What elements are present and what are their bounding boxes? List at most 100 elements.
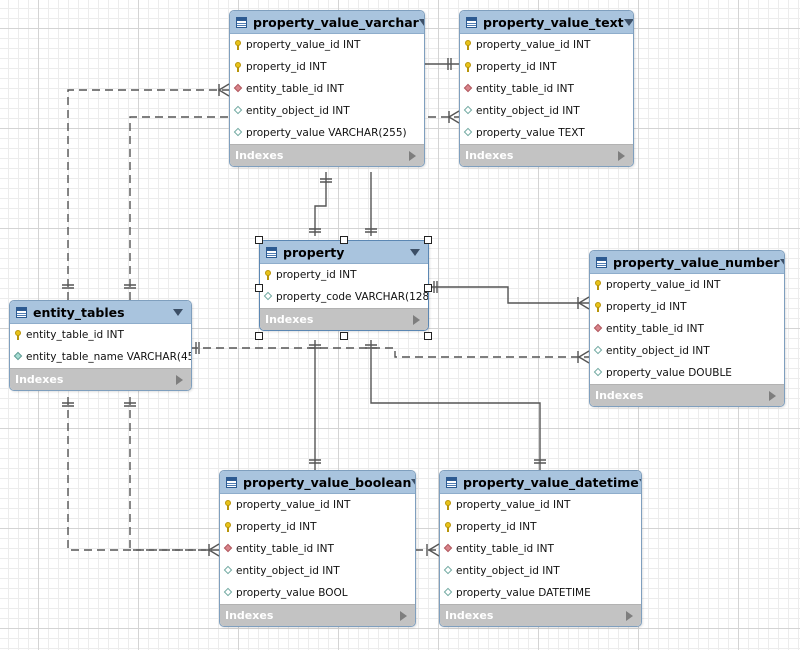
expand-arrow-icon[interactable]	[176, 374, 183, 385]
relationship-entity-text[interactable]	[124, 110, 460, 300]
column-row[interactable]: entity_table_id INT	[10, 324, 191, 346]
column-row[interactable]: entity_table_id INT	[220, 538, 415, 560]
table-property-value-number[interactable]: property_value_number property_value_id …	[589, 250, 785, 407]
column-icon	[234, 128, 243, 138]
expand-arrow-icon[interactable]	[409, 150, 416, 161]
column-row[interactable]: property_id INT	[230, 56, 424, 78]
column-row[interactable]: property_value BOOL	[220, 582, 415, 604]
table-header[interactable]: property_value_boolean	[220, 471, 415, 494]
column-row[interactable]: property_value DATETIME	[440, 582, 641, 604]
table-property-value-datetime[interactable]: property_value_datetime property_value_i…	[439, 470, 642, 627]
column-row[interactable]: property_value_id INT	[460, 34, 633, 56]
collapse-arrow-icon[interactable]	[779, 258, 784, 266]
indexes-section[interactable]: Indexes	[590, 384, 784, 406]
table-header[interactable]: property_value_varchar	[230, 11, 424, 34]
relationship-entity-boolean[interactable]	[124, 397, 220, 557]
column-row[interactable]: entity_object_id INT	[230, 100, 424, 122]
column-row[interactable]: property_value DOUBLE	[590, 362, 784, 384]
column-icon	[14, 352, 23, 362]
resize-handle[interactable]	[255, 236, 263, 244]
table-header[interactable]: property	[260, 241, 428, 264]
column-row[interactable]: entity_object_id INT	[220, 560, 415, 582]
column-row[interactable]: property_id INT	[440, 516, 641, 538]
table-property-value-varchar[interactable]: property_value_varchar property_value_id…	[229, 10, 425, 167]
relationship-property-varchar[interactable]	[309, 172, 332, 236]
table-name: property_value_datetime	[463, 474, 639, 490]
table-property[interactable]: property property_id INT property_code V…	[259, 240, 429, 331]
relationship-property-number[interactable]	[428, 281, 590, 310]
column-row[interactable]: entity_table_id INT	[440, 538, 641, 560]
table-name: property	[283, 244, 345, 260]
table-property-value-boolean[interactable]: property_value_boolean property_value_id…	[219, 470, 416, 627]
relationship-entity-number[interactable]	[190, 342, 590, 364]
foreign-key-icon	[594, 324, 603, 334]
indexes-section[interactable]: Indexes	[10, 368, 191, 390]
expand-arrow-icon[interactable]	[618, 150, 625, 161]
column-row[interactable]: entity_table_id INT	[230, 78, 424, 100]
table-entity-tables[interactable]: entity_tables entity_table_id INT entity…	[9, 300, 192, 391]
table-header[interactable]: entity_tables	[10, 301, 191, 324]
relationship-entity-datetime[interactable]	[62, 397, 440, 557]
relationship-entity-varchar[interactable]	[62, 83, 230, 300]
column-row[interactable]: property_code VARCHAR(128)	[260, 286, 428, 308]
column-row[interactable]: property_id INT	[220, 516, 415, 538]
indexes-section[interactable]: Indexes	[260, 308, 428, 330]
relationship-property-text[interactable]	[365, 172, 377, 236]
table-property-value-text[interactable]: property_value_text property_value_id IN…	[459, 10, 634, 167]
resize-handle[interactable]	[255, 332, 263, 340]
column-row[interactable]: property_id INT	[460, 56, 633, 78]
column-row[interactable]: entity_object_id INT	[590, 340, 784, 362]
collapse-arrow-icon[interactable]	[173, 308, 183, 316]
resize-handle[interactable]	[255, 284, 263, 292]
table-header[interactable]: property_value_text	[460, 11, 633, 34]
column-row[interactable]: property_id INT	[590, 296, 784, 318]
table-name: entity_tables	[33, 304, 125, 320]
column-text: entity_table_id INT	[456, 543, 554, 555]
column-row[interactable]: property_value TEXT	[460, 122, 633, 144]
resize-handle[interactable]	[424, 332, 432, 340]
resize-handle[interactable]	[424, 236, 432, 244]
expand-arrow-icon[interactable]	[413, 314, 420, 325]
relationship-property-boolean[interactable]	[309, 340, 321, 470]
column-row[interactable]: property_value VARCHAR(255)	[230, 122, 424, 144]
expand-arrow-icon[interactable]	[400, 610, 407, 621]
column-row[interactable]: property_value_id INT	[220, 494, 415, 516]
resize-handle[interactable]	[424, 284, 432, 292]
collapse-arrow-icon[interactable]	[638, 478, 641, 486]
table-header[interactable]: property_value_number	[590, 251, 784, 274]
column-row[interactable]: entity_table_id INT	[460, 78, 633, 100]
column-row[interactable]: entity_table_id INT	[590, 318, 784, 340]
indexes-section[interactable]: Indexes	[230, 144, 424, 166]
column-text: property_id INT	[246, 61, 327, 73]
collapse-arrow-icon[interactable]	[623, 18, 633, 26]
expand-arrow-icon[interactable]	[626, 610, 633, 621]
expand-arrow-icon[interactable]	[769, 390, 776, 401]
collapse-arrow-icon[interactable]	[418, 18, 424, 26]
column-row[interactable]: entity_object_id INT	[460, 100, 633, 122]
primary-key-icon	[224, 522, 233, 532]
column-text: entity_object_id INT	[456, 565, 560, 577]
indexes-section[interactable]: Indexes	[440, 604, 641, 626]
column-row[interactable]: property_id INT	[260, 264, 428, 286]
table-header[interactable]: property_value_datetime	[440, 471, 641, 494]
column-row[interactable]: property_value_id INT	[230, 34, 424, 56]
column-row[interactable]: property_value_id INT	[440, 494, 641, 516]
collapse-arrow-icon[interactable]	[411, 478, 415, 486]
column-icon	[224, 566, 233, 576]
foreign-key-icon	[234, 84, 243, 94]
indexes-section[interactable]: Indexes	[460, 144, 633, 166]
foreign-key-icon	[444, 544, 453, 554]
relationship-property-datetime[interactable]	[365, 340, 546, 470]
column-row[interactable]: property_value_id INT	[590, 274, 784, 296]
column-text: entity_table_id INT	[26, 329, 124, 341]
column-text: property_value_id INT	[236, 499, 351, 511]
resize-handle[interactable]	[340, 332, 348, 340]
resize-handle[interactable]	[340, 236, 348, 244]
indexes-section[interactable]: Indexes	[220, 604, 415, 626]
relationship-text-varchar-link[interactable]	[424, 58, 459, 70]
column-text: entity_table_id INT	[476, 83, 574, 95]
column-row[interactable]: entity_table_name VARCHAR(45)	[10, 346, 191, 368]
column-text: property_id INT	[276, 269, 357, 281]
column-row[interactable]: entity_object_id INT	[440, 560, 641, 582]
collapse-arrow-icon[interactable]	[410, 248, 420, 256]
